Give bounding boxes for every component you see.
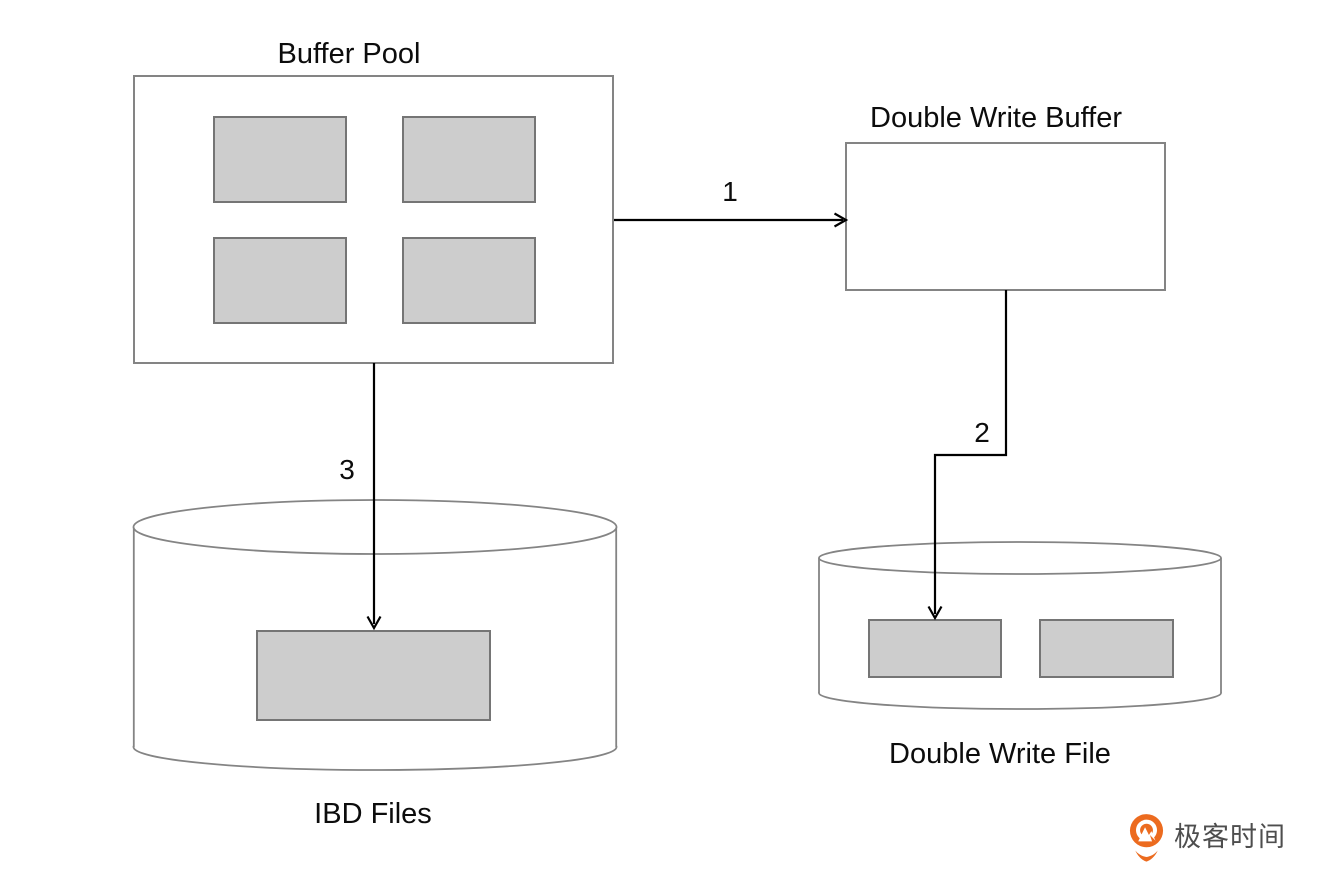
page-block	[1039, 619, 1174, 678]
arrow-2	[927, 290, 1008, 621]
double-write-buffer-title: Double Write Buffer	[870, 102, 1122, 134]
arrowhead-down-icon	[366, 615, 382, 631]
arrow-3	[366, 363, 382, 631]
geektime-logo-icon	[1129, 814, 1164, 862]
double-write-file-cylinder	[818, 541, 1222, 710]
arrow-2-label: 2	[974, 417, 990, 448]
page-block	[402, 116, 536, 203]
page-block	[402, 237, 536, 324]
arrow-1-label: 1	[722, 176, 738, 207]
buffer-pool-box	[133, 75, 614, 364]
buffer-pool-title: Buffer Pool	[277, 38, 421, 70]
arrow-3-label: 3	[339, 454, 355, 485]
buffer-pool-pages	[213, 116, 536, 324]
ibd-files-title: IBD Files	[314, 798, 432, 830]
double-write-buffer-box	[845, 142, 1166, 291]
page-block	[256, 630, 491, 721]
arrowhead-right-icon	[833, 212, 849, 228]
geektime-logo-text: 极客时间	[1174, 821, 1286, 852]
arrow-1	[614, 212, 849, 228]
page-block	[213, 237, 347, 324]
page-block	[213, 116, 347, 203]
page-block	[868, 619, 1002, 678]
double-write-file-title: Double Write File	[889, 738, 1111, 770]
geektime-logo: 极客时间	[1128, 812, 1286, 862]
arrowhead-down-icon	[927, 605, 943, 621]
